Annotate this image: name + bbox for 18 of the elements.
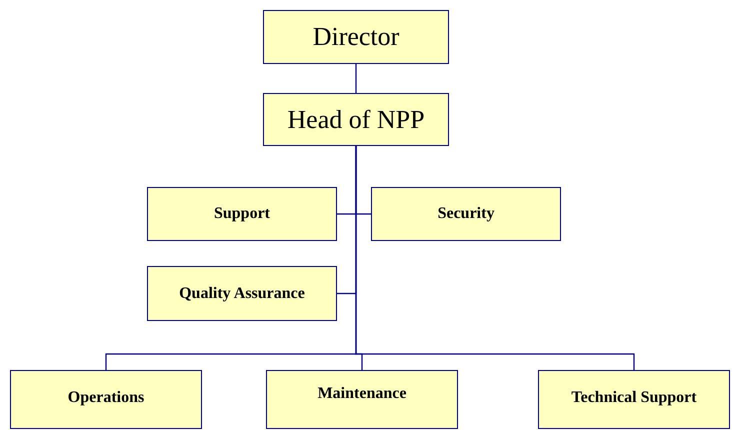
box-label: Head of NPP — [287, 104, 425, 134]
org-box — [538, 370, 730, 429]
connector-line — [355, 146, 635, 370]
org-box — [371, 187, 561, 241]
box-label: Operations — [68, 389, 144, 407]
connector-line — [355, 64, 357, 93]
box-label: Security — [438, 205, 494, 223]
org-box — [147, 187, 337, 241]
box-label: Technical Support — [571, 389, 697, 407]
org-box — [266, 370, 458, 429]
org-box — [147, 266, 337, 321]
box-label: Maintenance — [318, 385, 406, 403]
box-label: Quality Assurance — [179, 284, 305, 302]
org-box — [10, 370, 202, 429]
org-box — [263, 93, 449, 146]
box-label: Director — [312, 22, 400, 52]
box-label: Support — [214, 205, 270, 223]
org-box — [263, 10, 449, 64]
